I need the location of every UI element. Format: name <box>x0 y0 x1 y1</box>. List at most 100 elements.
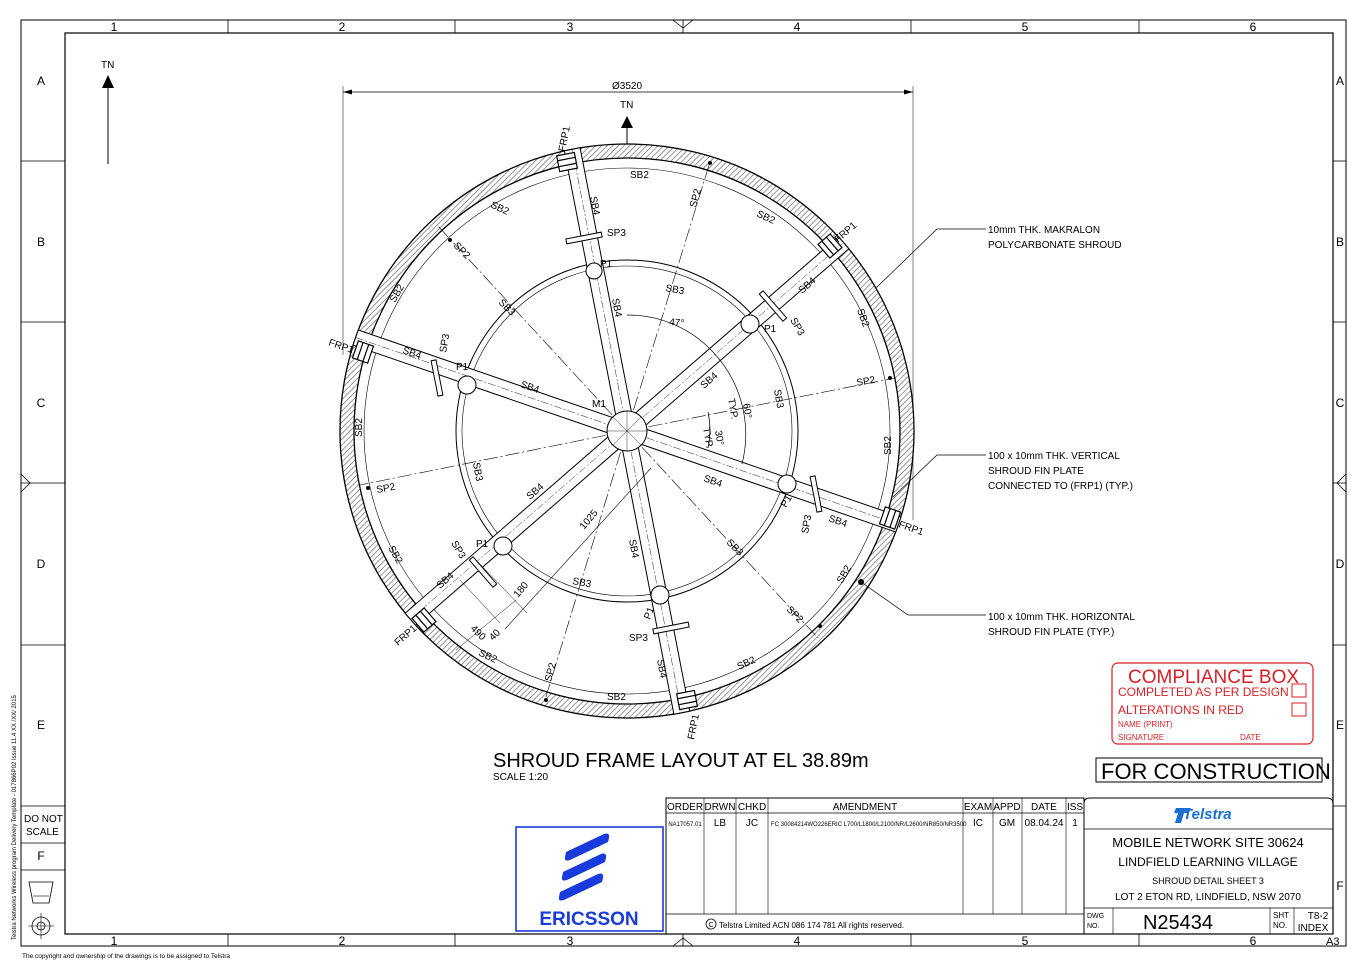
col-label: 6 <box>1250 20 1257 34</box>
note-vertical-line1: 100 x 10mm THK. VERTICAL <box>988 451 1120 462</box>
label-p1: P1 <box>764 324 777 335</box>
compliance-line1: COMPLETED AS PER DESIGN <box>1118 685 1289 699</box>
row-label: B <box>1336 235 1344 249</box>
row-label: C <box>37 396 46 410</box>
row-label: D <box>37 557 46 571</box>
rev-cell: 08.04.24 <box>1025 818 1064 829</box>
label-sb4: SB4 <box>587 195 601 216</box>
label-sb2: SB2 <box>854 307 871 329</box>
title-block <box>1083 797 1334 934</box>
label-sb2: SB2 <box>354 418 365 437</box>
label-sb4: SB4 <box>609 297 623 318</box>
rev-header: APPD <box>993 802 1020 813</box>
title-lines: MOBILE NETWORK SITE 30624 LINDFIELD LEAR… <box>1112 835 1303 903</box>
compliance-signature: SIGNATURE <box>1118 733 1164 742</box>
sp3-plates <box>430 231 823 635</box>
dwg-label: NO. <box>1087 923 1100 930</box>
row-label: F <box>37 849 44 863</box>
label-sp3: SP3 <box>438 333 452 354</box>
dim-40: 40 <box>487 627 503 643</box>
hub-spokes <box>607 411 647 451</box>
col-label: 4 <box>794 934 801 948</box>
note-makralon-line1: 10mm THK. MAKRALON <box>988 225 1100 236</box>
row-label: A <box>1336 74 1344 88</box>
angle-arc-60 <box>712 351 747 465</box>
do-not-scale-line2: SCALE <box>26 827 59 838</box>
rev-cell: NA17057.01 <box>668 822 702 828</box>
telstra-logo: Telstra <box>1174 806 1232 823</box>
compliance-checkbox-2[interactable] <box>1291 702 1307 717</box>
row-label: C <box>1336 396 1345 410</box>
revision-row: NA17057.01 LB JC FC 30084214WO226ERIC L7… <box>668 818 1078 829</box>
rev-header: EXAM <box>964 802 992 813</box>
grid-labels: 1 2 3 4 5 6 1 2 3 4 5 6 A B C D E F A B … <box>37 20 1345 948</box>
label-sb2: SB2 <box>835 563 854 585</box>
diameter-dimension: Ø3520 <box>612 81 642 92</box>
ericsson-mark-icon <box>558 833 610 901</box>
label-sp2: SP2 <box>856 375 877 389</box>
row-label: E <box>1336 718 1344 732</box>
label-sb3: SB3 <box>571 576 592 590</box>
col-label: 2 <box>339 934 346 948</box>
revision-headers: ORDER DRWN CHKD AMENDMENT EXAM APPD DATE… <box>667 802 1083 813</box>
label-sb2: SB2 <box>755 209 777 227</box>
label-p1: P1 <box>642 605 657 621</box>
copyright-text: Telstra Limited ACN 086 174 781 All righ… <box>719 921 904 930</box>
row-label: E <box>37 718 45 732</box>
dwg-label: DWG <box>1087 913 1104 920</box>
inner-ring <box>455 259 799 603</box>
drawing-north-label: TN <box>620 100 633 111</box>
label-sp3: SP3 <box>607 228 626 239</box>
rev-header: DATE <box>1031 802 1057 813</box>
label-sb3: SB3 <box>470 462 484 483</box>
sheet-number: T8-2 <box>1308 911 1329 922</box>
sht-label: SHT <box>1273 911 1289 920</box>
dimension-line-1025 <box>504 467 652 630</box>
note-horizontal-line2: SHROUD FIN PLATE (TYP.) <box>988 627 1114 638</box>
typ-label: TYP. <box>700 427 714 450</box>
telstra-t-icon <box>1174 808 1191 823</box>
col-label: 1 <box>111 20 118 34</box>
note-horizontal-line1: 100 x 10mm THK. HORIZONTAL <box>988 612 1135 623</box>
row-label: A <box>37 74 45 88</box>
revision-table <box>665 797 1085 935</box>
compliance-title: COMPLIANCE BOX <box>1128 667 1299 688</box>
row-label: B <box>37 235 45 249</box>
typ-label: TYP. <box>725 398 739 421</box>
compliance-checkbox-1[interactable] <box>1291 683 1307 698</box>
label-sb4: SB4 <box>702 473 724 490</box>
label-sp2: SP2 <box>451 240 472 261</box>
compliance-line2: ALTERATIONS IN RED <box>1118 703 1244 717</box>
label-frp1: FRP1 <box>686 713 702 741</box>
copyright-icon <box>705 918 717 930</box>
label-sp3: SP3 <box>787 316 806 338</box>
rev-header: ORDER <box>667 802 703 813</box>
label-sp2: SP2 <box>784 604 805 625</box>
col-label: 4 <box>794 20 801 34</box>
rev-cell: GM <box>999 818 1015 829</box>
rev-cell: JC <box>746 818 758 829</box>
label-frp1: FRP1 <box>833 220 860 245</box>
template-note: Telstra Networks Wireless program Delive… <box>12 694 18 940</box>
status-box <box>1095 757 1323 783</box>
label-p1: P1 <box>476 539 489 550</box>
status-label: FOR CONSTRUCTION <box>1101 759 1331 784</box>
label-frp1: FRP1 <box>557 125 573 153</box>
title-line1: MOBILE NETWORK SITE 30624 <box>1112 835 1303 850</box>
note-vertical-line3: CONNECTED TO (FRP1) (TYP.) <box>988 481 1133 492</box>
label-sb3: SB3 <box>724 537 745 558</box>
north-label: TN <box>101 60 114 71</box>
col-label: 3 <box>567 934 574 948</box>
col-label: 2 <box>339 20 346 34</box>
angle-60: 60° <box>740 403 753 420</box>
rev-header: ISS <box>1067 802 1083 813</box>
compliance-name: NAME (PRINT) <box>1118 720 1173 729</box>
label-sb4: SB4 <box>626 538 640 559</box>
ericsson-wordmark: ERICSSON <box>539 909 638 930</box>
label-sb2: SB2 <box>883 436 894 455</box>
label-sb3: SB3 <box>664 283 685 297</box>
compliance-date: DATE <box>1240 733 1261 742</box>
label-sb4: SB4 <box>827 513 849 530</box>
compliance-box: COMPLIANCE BOX COMPLETED AS PER DESIGN A… <box>1111 662 1314 745</box>
